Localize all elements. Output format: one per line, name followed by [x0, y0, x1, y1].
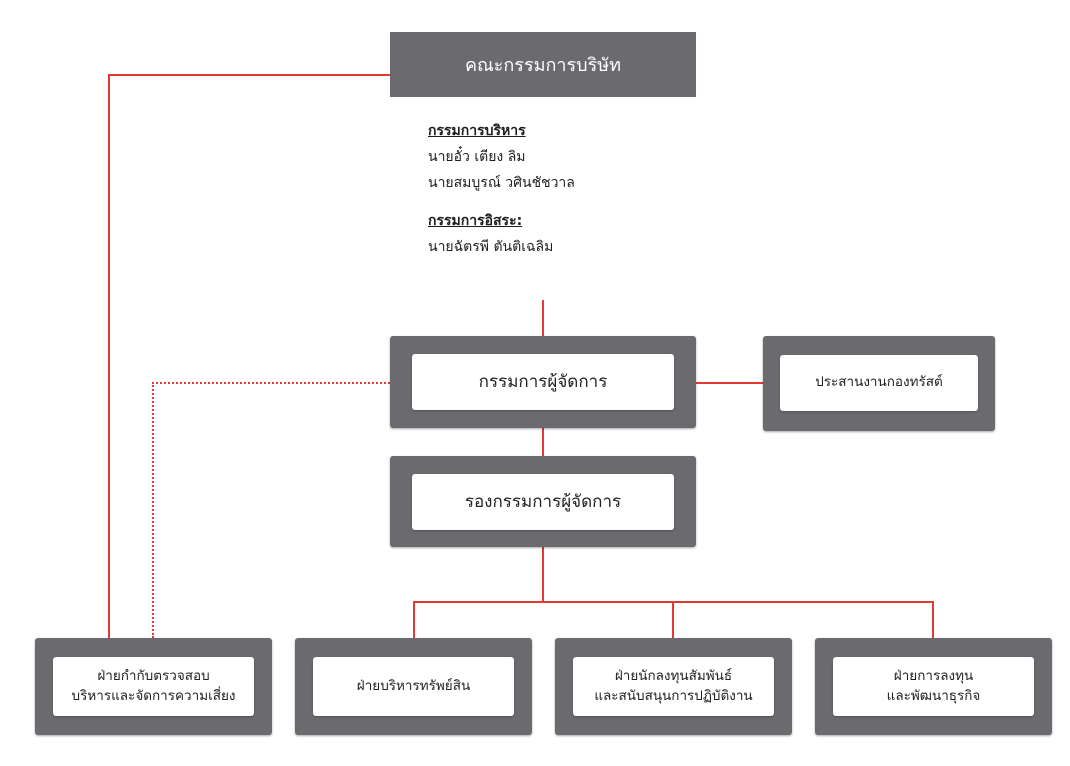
- connector-board-to-audit-horizontal: [108, 74, 390, 76]
- connector-to-investor-relations: [672, 601, 674, 638]
- connector-board-to-audit-vertical: [108, 74, 110, 638]
- directors-list: กรรมการบริหาร นายอั๋ว เตียง ลิม นายสมบูร…: [428, 118, 688, 260]
- managing-director-label: กรรมการผู้จัดการ: [478, 371, 608, 392]
- executive-director-name: นายอั๋ว เตียง ลิม: [428, 149, 526, 165]
- department-box-asset-management: ฝ่ายบริหารทรัพย์สิน: [295, 638, 532, 735]
- trust-coordination-label: ประสานงานกองทรัสต์: [815, 374, 943, 391]
- connector-directors-to-md: [542, 300, 544, 336]
- dotted-connector-md-to-audit-vertical: [152, 382, 154, 638]
- connector-deputy-down: [542, 546, 544, 602]
- independent-director-name: นายฉัตรพี ตันติเฉลิม: [428, 239, 554, 255]
- deputy-managing-director-card: รองกรรมการผู้จัดการ: [412, 474, 674, 530]
- department-label-line1: ฝ่ายกำกับตรวจสอบ: [97, 667, 210, 684]
- managing-director-box: กรรมการผู้จัดการ: [390, 336, 696, 428]
- connector-md-to-trust: [696, 382, 764, 384]
- department-card-investor-relations: ฝ่ายนักลงทุนสัมพันธ์ และสนับสนุนการปฏิบั…: [573, 657, 774, 716]
- department-card-investment-development: ฝ่ายการลงทุน และพัฒนาธุรกิจ: [833, 657, 1034, 716]
- connector-md-to-deputy: [542, 428, 544, 456]
- department-label-line1: ฝ่ายนักลงทุนสัมพันธ์: [614, 667, 733, 684]
- executive-directors-heading: กรรมการบริหาร: [428, 123, 526, 139]
- trust-coordination-card: ประสานงานกองทรัสต์: [780, 355, 978, 411]
- executive-director-name: นายสมบูรณ์ วศินชัชวาล: [428, 175, 575, 191]
- deputy-managing-director-box: รองกรรมการผู้จัดการ: [390, 456, 696, 547]
- connector-to-investment: [932, 601, 934, 638]
- directors-spacer: [428, 196, 688, 208]
- trust-coordination-box: ประสานงานกองทรัสต์: [763, 336, 995, 431]
- managing-director-card: กรรมการผู้จัดการ: [412, 354, 674, 410]
- department-label-line2: และสนับสนุนการปฏิบัติงาน: [594, 687, 753, 704]
- department-box-compliance-risk: ฝ่ายกำกับตรวจสอบ บริหารและจัดการความเสี่…: [35, 638, 272, 735]
- department-card-asset-management: ฝ่ายบริหารทรัพย์สิน: [313, 657, 514, 716]
- dotted-connector-md-to-audit-horizontal: [152, 382, 390, 384]
- department-box-investor-relations: ฝ่ายนักลงทุนสัมพันธ์ และสนับสนุนการปฏิบั…: [555, 638, 792, 735]
- connector-to-asset-management: [413, 601, 415, 638]
- independent-directors-heading: กรรมการอิสระ:: [428, 213, 523, 229]
- department-label-line2: และพัฒนาธุรกิจ: [886, 687, 981, 704]
- department-label-line1: ฝ่ายการลงทุน: [893, 667, 974, 684]
- deputy-managing-director-label: รองกรรมการผู้จัดการ: [464, 491, 622, 512]
- board-of-directors-label: คณะกรรมการบริษัท: [464, 55, 621, 76]
- department-label-line1: ฝ่ายบริหารทรัพย์สิน: [356, 677, 471, 694]
- board-of-directors-box: คณะกรรมการบริษัท: [390, 32, 696, 97]
- department-card-compliance-risk: ฝ่ายกำกับตรวจสอบ บริหารและจัดการความเสี่…: [53, 657, 254, 716]
- department-box-investment-development: ฝ่ายการลงทุน และพัฒนาธุรกิจ: [815, 638, 1052, 735]
- department-label-line2: บริหารและจัดการความเสี่ยง: [71, 687, 236, 704]
